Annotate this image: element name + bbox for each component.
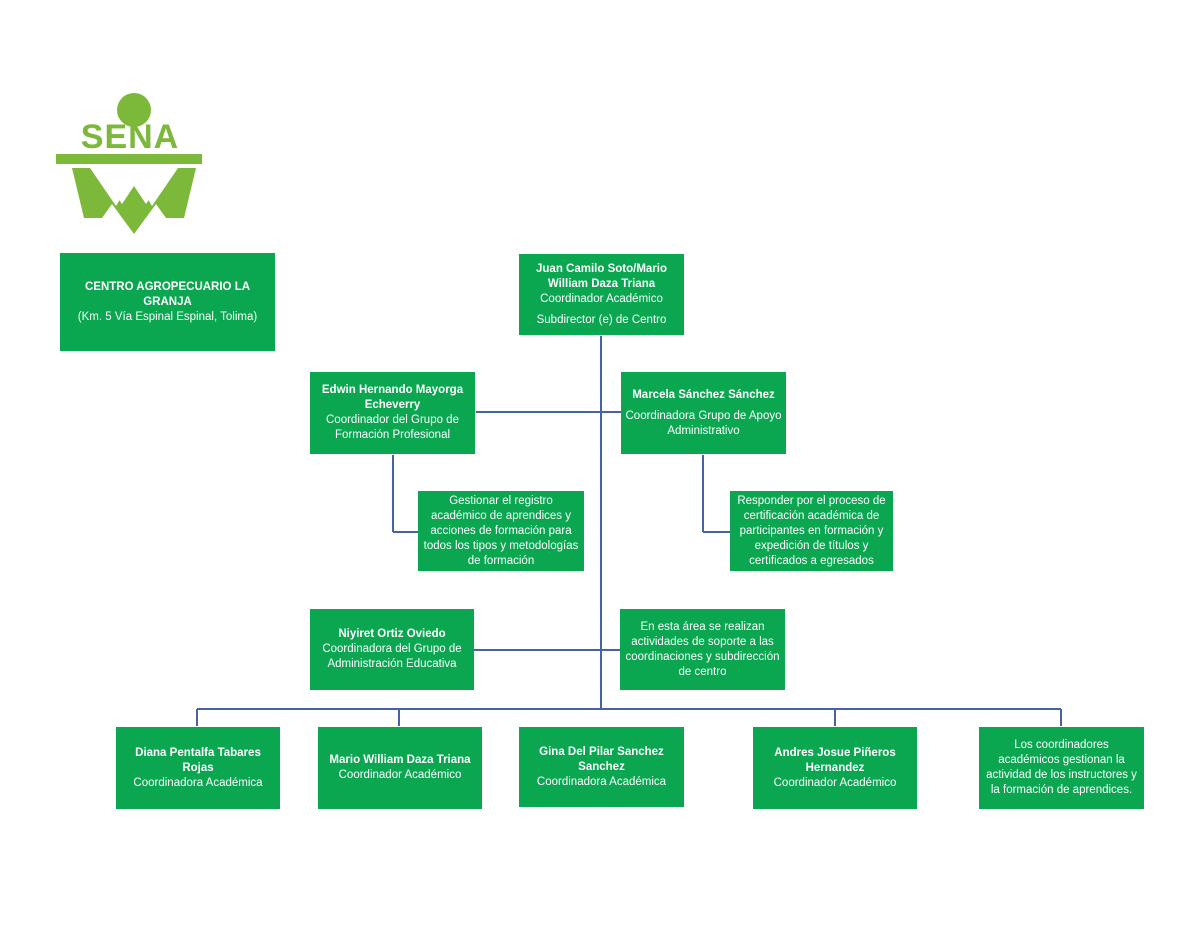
marcela-name: Marcela Sánchez Sánchez [632,388,775,401]
gina-name: Gina Del Pilar Sanchez Sanchez [539,745,664,773]
logo-shape [72,168,196,234]
center-box: CENTRO AGROPECUARIO LA GRANJA (Km. 5 Vía… [60,253,275,351]
niyiret-role: Coordinadora del Grupo de Administración… [322,643,462,670]
niyiret-name: Niyiret Ortiz Oviedo [338,628,446,640]
edwin-role: Coordinador del Grupo de Formación Profe… [326,414,459,441]
gina-role: Coordinadora Académica [536,775,667,788]
andres-box: Andres Josue Piñeros Hernandez Coordinad… [753,727,917,809]
andres-role: Coordinador Académico [773,776,897,789]
marcela-role: Coordinadora Grupo de Apoyo Administrati… [625,409,782,437]
diana-role: Coordinadora Académica [133,776,263,789]
marcela-task-box: Responder por el proceso de certificació… [730,491,893,571]
mario-name: Mario William Daza Triana [329,754,471,766]
top-coordinator-box: Juan Camilo Soto/Mario William Daza Tria… [519,254,684,335]
niyiret-task-box: En esta área se realizan actividades de … [620,609,785,690]
edwin-name: Edwin Hernando Mayorga Echeverry [321,384,464,411]
edwin-task-text: Gestionar el registro académico de apren… [423,494,579,567]
edwin-task-box: Gestionar el registro académico de apren… [418,491,584,571]
marcela-task-text: Responder por el proceso de certificació… [737,494,886,567]
mario-role: Coordinador Académico [338,769,462,781]
niyiret-box: Niyiret Ortiz Oviedo Coordinadora del Gr… [310,609,474,690]
diana-box: Diana Pentalfa Tabares Rojas Coordinador… [116,727,280,809]
top-coordinator-role: Coordinador Académico [540,292,663,305]
gina-box: Gina Del Pilar Sanchez Sanchez Coordinad… [519,727,684,807]
niyiret-task-text: En esta área se realizan actividades de … [625,620,780,678]
andres-name: Andres Josue Piñeros Hernandez [774,746,896,774]
sena-logo: SENA [56,93,202,234]
top-coordinator-role2: Subdirector (e) de Centro [536,313,667,326]
top-coordinator-name: Juan Camilo Soto/Mario William Daza Tria… [536,262,667,290]
logo-bar [56,154,202,164]
marcela-box: Marcela Sánchez Sánchez Coordinadora Gru… [621,372,786,454]
logo-text: SENA [81,118,179,156]
edwin-box: Edwin Hernando Mayorga Echeverry Coordin… [310,372,475,454]
diana-name: Diana Pentalfa Tabares Rojas [135,746,261,774]
mario-box: Mario William Daza Triana Coordinador Ac… [318,727,482,809]
center-title: CENTRO AGROPECUARIO LA GRANJA [84,280,251,308]
logo-circle [117,93,151,127]
coordinators-note-text: Los coordinadores académicos gestionan l… [986,739,1137,796]
coordinators-note-box: Los coordinadores académicos gestionan l… [979,727,1144,809]
center-address: (Km. 5 Vía Espinal Espinal, Tolima) [77,310,258,323]
